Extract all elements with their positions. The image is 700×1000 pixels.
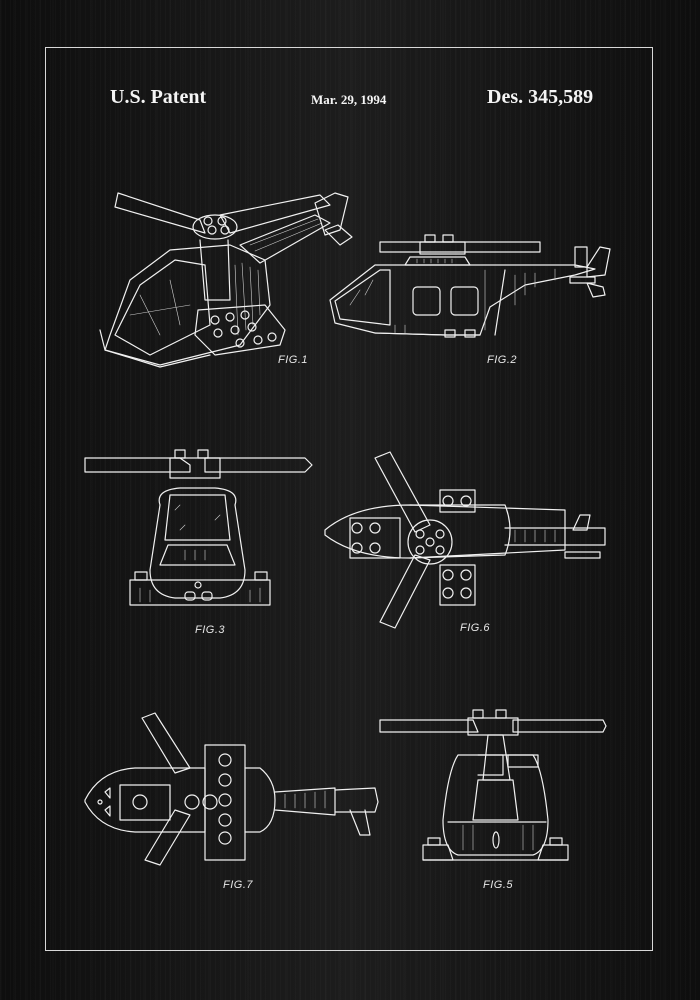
figure-5-label: FIG.5 xyxy=(483,879,514,891)
poster-frame-border xyxy=(45,47,653,951)
figure-3-front-drawing xyxy=(80,449,315,615)
figure-2-side-drawing xyxy=(325,234,611,345)
figure-2-label: FIG.2 xyxy=(487,354,518,366)
figure-6-top-drawing xyxy=(315,450,610,635)
patent-number: Des. 345,589 xyxy=(487,86,594,108)
figure-1-label: FIG.1 xyxy=(278,354,309,366)
figure-7-bottom-drawing xyxy=(80,710,380,870)
figure-7-label: FIG.7 xyxy=(223,879,254,891)
patent-office-title: U.S. Patent xyxy=(110,86,207,108)
figure-6-label: FIG.6 xyxy=(460,622,491,634)
figure-5-rear-drawing xyxy=(378,709,613,865)
patent-date: Mar. 29, 1994 xyxy=(311,92,387,107)
figure-3-label: FIG.3 xyxy=(195,624,226,636)
figure-1-perspective-drawing xyxy=(90,185,360,370)
